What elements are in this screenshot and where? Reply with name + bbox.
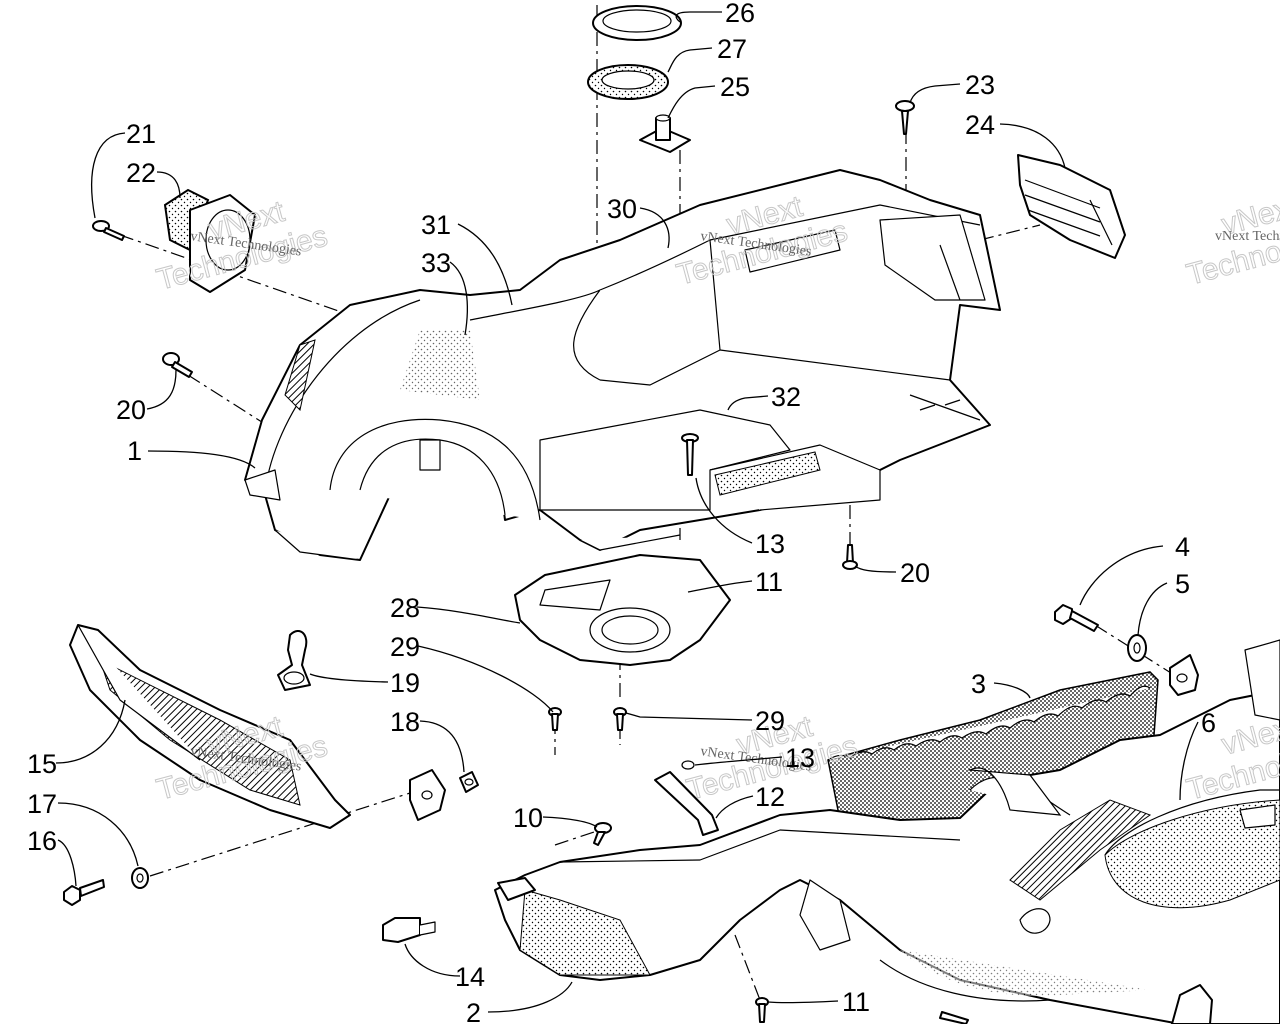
callout-22: 22: [126, 158, 156, 188]
callout-20-upper: 20: [116, 395, 146, 425]
tray-28: [514, 554, 731, 666]
callout-31: 31: [421, 210, 451, 240]
callout-11-lower: 11: [842, 987, 870, 1017]
callout-16: 16: [27, 826, 57, 856]
screw-23: [895, 100, 915, 135]
callout-6: 6: [1201, 708, 1216, 738]
upper-console-1: [244, 169, 1001, 561]
screw-10: [593, 822, 612, 846]
callout-25: 25: [720, 72, 750, 102]
gasket-ring-26: [592, 5, 682, 41]
callout-20-lower: 20: [900, 558, 930, 588]
callout-32: 32: [771, 382, 801, 412]
callout-12: 12: [755, 782, 785, 812]
svg-text:vNext Technologies: vNext Technologies: [1215, 229, 1280, 244]
rivet-29-right: [613, 707, 627, 731]
bolt-4: [1054, 604, 1099, 632]
callout-14: 14: [455, 962, 485, 992]
rivet-11-lower: [755, 997, 769, 1023]
washer-5: [1127, 634, 1147, 662]
callout-27: 27: [717, 34, 747, 64]
nut-18: [459, 771, 479, 793]
filler-neck-25: [639, 114, 691, 153]
callout-3: 3: [971, 669, 986, 699]
rivet-13-upper: [681, 433, 699, 476]
callout-19: 19: [390, 668, 420, 698]
callout-24: 24: [965, 110, 995, 140]
bracket-plate: [409, 769, 446, 821]
callout-33: 33: [421, 248, 451, 278]
lower-hood-2: [494, 639, 1280, 1024]
callout-leaders: [55, 11, 1199, 1013]
washer-17: [131, 867, 149, 889]
callout-17: 17: [27, 789, 57, 819]
callout-18: 18: [390, 707, 420, 737]
screw-20-lower: [842, 544, 858, 570]
callout-23: 23: [965, 70, 995, 100]
side-trim-15: [69, 624, 351, 829]
callout-21: 21: [126, 119, 156, 149]
callout-5: 5: [1175, 569, 1190, 599]
callout-11-upper: 11: [755, 567, 783, 597]
clip-19: [277, 630, 311, 691]
clip-14: [382, 917, 436, 943]
callout-29-lower: 29: [755, 706, 785, 736]
callout-15: 15: [27, 749, 57, 779]
gauge-housing-22: [163, 188, 256, 293]
callout-28: 28: [390, 593, 420, 623]
callout-26: 26: [725, 0, 755, 28]
bolt-16: [63, 879, 105, 906]
callout-1: 1: [127, 436, 142, 466]
bracket-right: [1169, 654, 1199, 696]
callout-30: 30: [607, 194, 637, 224]
latch-12: [654, 760, 719, 836]
callout-2: 2: [466, 998, 481, 1024]
rivet-29-left: [548, 707, 562, 731]
callout-13-upper: 13: [755, 529, 785, 559]
callout-29-upper: 29: [390, 632, 420, 662]
screw-21: [92, 220, 125, 241]
callout-13-lower: 13: [785, 743, 815, 773]
gasket-ring-27: [587, 64, 669, 100]
screw-lower-right: [939, 1011, 969, 1024]
bracket-lower-right: [1171, 984, 1213, 1024]
callout-10: 10: [513, 803, 543, 833]
screw-20-upper: [162, 352, 193, 378]
vent-grille-24: [1017, 154, 1126, 259]
callout-labels: 26 27 25 23 24 21 22 31 30 33 32 20 1 13…: [27, 0, 1216, 1024]
callout-4: 4: [1175, 532, 1190, 562]
